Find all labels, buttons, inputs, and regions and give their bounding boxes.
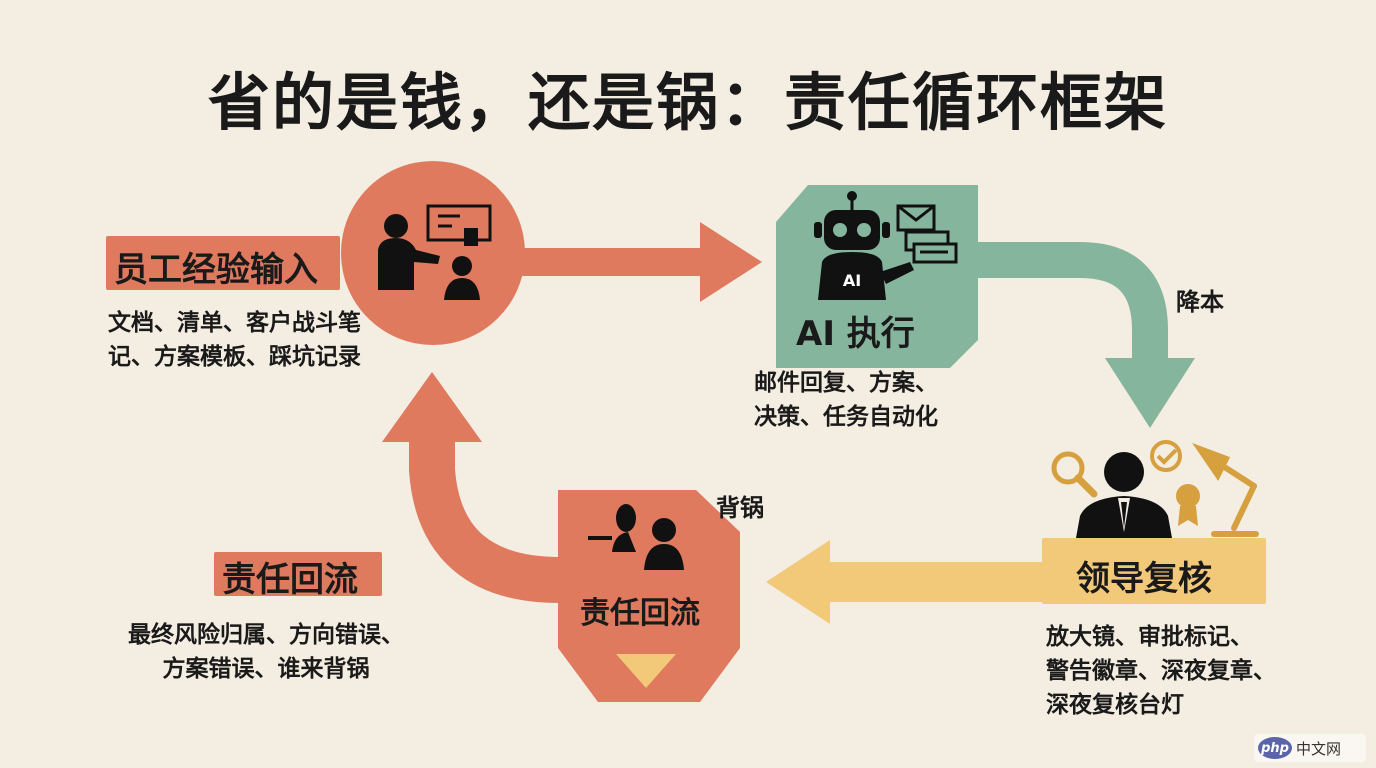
input-node-circle: [341, 161, 525, 345]
review-desc-line-3: 深夜复核台灯: [1046, 692, 1184, 718]
arrow-ai-to-review-head: [1105, 358, 1195, 428]
backflow-desc-line-1: 最终风险归属、方向错误、: [128, 622, 404, 648]
backflow-node-title: 责任回流: [580, 596, 700, 631]
backflow-node-desc: 最终风险归属、方向错误、 方案错误、谁来背锅: [128, 618, 404, 686]
edge-label-blame: 背锅: [716, 494, 764, 522]
ai-node-desc: 邮件回复、方案、 决策、任务自动化: [754, 366, 938, 434]
backflow-down-triangle: [616, 654, 676, 688]
presenter-icon: [378, 204, 492, 300]
review-desc-line-1: 放大镜、审批标记、: [1046, 624, 1253, 650]
watermark: php 中文网: [1254, 734, 1366, 762]
input-title-band: [106, 236, 340, 290]
backflow-node-shape: [558, 490, 740, 702]
approval-check-icon: [1150, 440, 1182, 472]
arrow-backflow-to-input: [409, 440, 561, 603]
input-desc-line-2: 记、方案模板、踩坑记录: [108, 344, 361, 370]
blame-people-icon: [588, 504, 684, 570]
arrow-review-to-backflow: [766, 540, 1070, 624]
arrow-backflow-to-input-head: [382, 372, 482, 442]
review-node-title: 领导复核: [1076, 559, 1212, 599]
review-title-band: [1042, 538, 1266, 604]
watermark-logo: php: [1258, 737, 1292, 759]
input-desc-line-1: 文档、清单、客户战斗笔: [108, 310, 361, 336]
review-node-desc: 放大镜、审批标记、 警告徽章、深夜复章、 深夜复核台灯: [1046, 620, 1276, 722]
badge-icon: [1176, 484, 1200, 526]
watermark-text: 中文网: [1296, 739, 1342, 758]
backflow-side-band: [214, 552, 382, 596]
desk-lamp-icon: [1192, 442, 1259, 537]
input-node-title: 员工经验输入: [114, 250, 318, 290]
leader-icon: [1076, 452, 1172, 538]
review-desc-line-2: 警告徽章、深夜复章、: [1046, 658, 1276, 684]
input-node-desc: 文档、清单、客户战斗笔 记、方案模板、踩坑记录: [108, 306, 361, 374]
arrow-ai-to-review: [958, 242, 1168, 360]
arrow-input-to-ai: [500, 222, 762, 302]
page-title: 省的是钱，还是锅：责任循环框架: [207, 66, 1168, 139]
envelope-icon: [896, 204, 958, 264]
robot-badge: AI: [843, 271, 861, 290]
ai-node-title: AI 执行: [796, 314, 915, 354]
robot-icon: [814, 191, 914, 300]
backflow-desc-line-2: 方案错误、谁来背锅: [162, 656, 370, 682]
edge-label-cost-down: 降本: [1176, 288, 1224, 316]
backflow-side-title: 责任回流: [222, 560, 358, 600]
ai-desc-line-2: 决策、任务自动化: [754, 404, 938, 430]
ai-desc-line-1: 邮件回复、方案、: [754, 370, 938, 396]
magnifier-icon: [1051, 451, 1098, 498]
